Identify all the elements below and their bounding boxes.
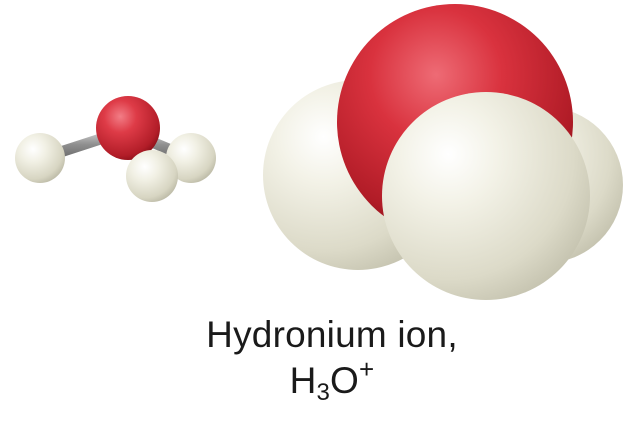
formula-charge: +	[359, 354, 375, 384]
formula-hydrogen-symbol: H	[289, 360, 317, 401]
formula-oxygen-symbol: O	[330, 360, 360, 401]
molecule-name: Hydronium ion,	[206, 314, 458, 355]
oxygen-atom	[96, 96, 160, 160]
space-filling-model	[263, 4, 623, 300]
hydrogen-atom-left	[15, 133, 65, 183]
ball-and-stick-model	[15, 96, 216, 202]
formula-hydrogen-count: 3	[316, 379, 331, 406]
hydrogen-sphere-front	[382, 92, 590, 300]
chemical-formula: H3O+	[10, 356, 644, 405]
hydrogen-atom-front	[126, 150, 178, 202]
hydrogen-atom-right	[166, 133, 216, 183]
